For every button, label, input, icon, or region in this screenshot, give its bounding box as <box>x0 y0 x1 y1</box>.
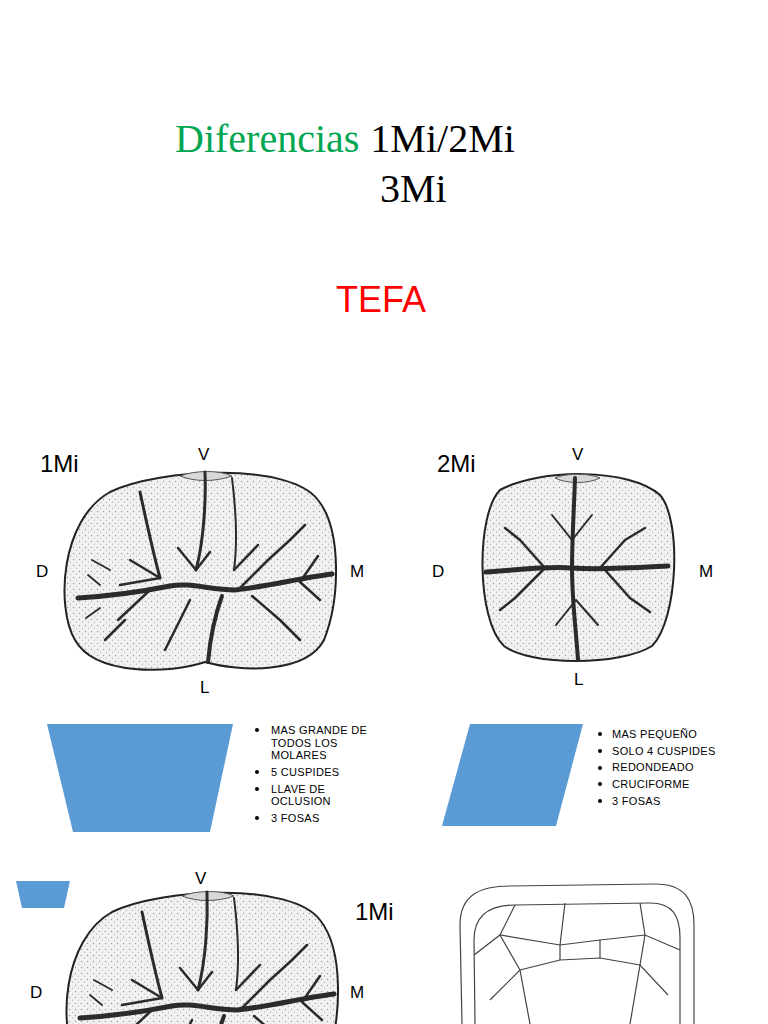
second-molar-drawing <box>482 474 674 661</box>
bullet-dot <box>598 749 602 753</box>
bullet-dot <box>255 728 259 732</box>
label-text: V <box>198 445 209 465</box>
bullet-dot <box>255 787 259 791</box>
label-text: M <box>350 562 364 582</box>
label-text: 3Mi <box>380 166 447 212</box>
bullet-dot <box>598 782 602 786</box>
label-text: 2Mi <box>437 450 476 478</box>
label-text: Diferencias <box>175 116 359 162</box>
label-text: 1Mi <box>355 898 394 926</box>
label-text: 3 FOSAS <box>612 795 762 808</box>
label-text: M <box>699 562 713 582</box>
label-text: D <box>36 562 48 582</box>
bullet-dot <box>255 816 259 820</box>
label-text: D <box>30 983 42 1003</box>
label-text: 3 FOSAS <box>271 812 379 825</box>
bullet-dot <box>255 770 259 774</box>
label-text: 1Mi/2Mi <box>370 116 514 162</box>
blue-trapezoid <box>47 724 233 832</box>
label-text: L <box>200 678 209 698</box>
label-text: MAS PEQUEÑO <box>612 728 762 741</box>
label-text: TEFA <box>336 279 426 320</box>
molar-outline-drawing <box>460 884 694 1024</box>
label-text: V <box>572 445 583 465</box>
label-text: SOLO 4 CUSPIDES <box>612 745 762 758</box>
bullet-dot <box>598 799 602 803</box>
blue-trapezoid-small <box>16 881 70 908</box>
label-text: MAS GRANDE DE TODOS LOS MOLARES <box>271 724 379 762</box>
label-text: CRUCIFORME <box>612 778 762 791</box>
label-text: D <box>432 562 444 582</box>
label-text: 5 CUSPIDES <box>271 766 379 779</box>
label-text: L <box>574 670 583 690</box>
bullet-dot <box>598 732 602 736</box>
bullet-dot <box>598 766 602 770</box>
label-text: M <box>350 983 364 1003</box>
first-molar-drawing-lower <box>66 892 338 1024</box>
label-text: 1Mi <box>40 450 79 478</box>
label-text: REDONDEADO <box>612 761 762 774</box>
blue-parallelogram <box>442 724 583 826</box>
first-molar-drawing <box>64 472 336 670</box>
label-text: V <box>195 869 206 889</box>
label-text: LLAVE DE OCLUSION <box>271 783 379 808</box>
